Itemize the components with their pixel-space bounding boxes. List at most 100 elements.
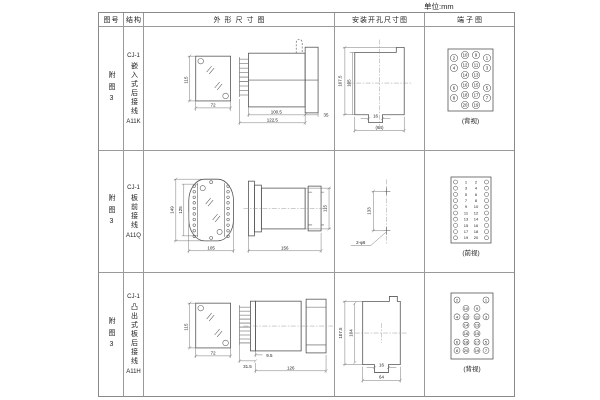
header-structure: 结构 <box>124 13 144 27</box>
svg-text:15: 15 <box>474 82 479 87</box>
structure-cell-row2: CJ-1 板前接线 A11Q <box>124 151 144 273</box>
install-drawing-a11q: 133 2-φ6 <box>350 178 391 246</box>
svg-text:7: 7 <box>465 198 468 203</box>
svg-text:7: 7 <box>486 95 489 100</box>
install-cell-row1: 107.5 105 16 (64) <box>335 27 425 151</box>
svg-text:16: 16 <box>474 222 479 227</box>
fig-no-cell-row1: 附图3 <box>99 27 124 151</box>
dim-side-length: 126 <box>287 365 295 370</box>
svg-text:1: 1 <box>486 55 489 60</box>
dim-offset: 9.5 <box>266 353 273 358</box>
model-label: CJ-1 <box>127 52 140 59</box>
fig-no-cell-row3: 附图3 <box>99 273 124 396</box>
svg-text:18: 18 <box>463 92 468 97</box>
svg-text:12: 12 <box>464 314 469 319</box>
structure-cell-row1: CJ-1 嵌入式后接线 A11K <box>124 27 144 151</box>
unit-label: 单位:mm <box>424 2 454 11</box>
fig-no-cell-row2: 附图3 <box>99 151 124 273</box>
dimension-table: 图号 结构 外形尺寸图 安装开孔尺寸图 端子图 附图3 CJ-1 嵌入式后接线 … <box>98 12 515 397</box>
structure-label: 嵌入式后接线 <box>130 61 138 116</box>
code-label: A11H <box>126 369 141 375</box>
structure-cell-row3: CJ-1 凸出式板后接线 A11H <box>124 273 144 396</box>
fig-no-label: 附图3 <box>108 316 115 353</box>
dim-body-length: 100.5 <box>271 109 283 114</box>
dim-total-length: 122.5 <box>267 117 279 122</box>
svg-text:7: 7 <box>485 348 488 353</box>
svg-text:6: 6 <box>456 340 459 345</box>
dim-side-height: 115 <box>323 204 328 212</box>
svg-text:14: 14 <box>464 323 469 328</box>
svg-text:3: 3 <box>485 314 488 319</box>
code-label: A11Q <box>126 232 141 239</box>
outline-cell-row1: 115 72 100.5 35 122.5 <box>144 27 335 151</box>
dim-flange-width: 35 <box>324 112 329 117</box>
svg-text:10: 10 <box>464 306 469 311</box>
dim-cutout-outer-height: 107.5 <box>337 75 342 87</box>
svg-text:20: 20 <box>464 348 469 353</box>
dim-cutout-width: 64 <box>379 375 384 380</box>
view-label: (背视) <box>462 116 479 125</box>
svg-text:17: 17 <box>474 92 479 97</box>
outline-drawing-a11h: 115 72 9.5 31.5 126 <box>183 298 334 373</box>
svg-text:8: 8 <box>456 348 459 353</box>
svg-text:1: 1 <box>485 298 488 303</box>
svg-text:19: 19 <box>474 102 479 107</box>
screw-icon <box>222 339 229 347</box>
svg-text:8: 8 <box>475 198 478 203</box>
svg-text:12: 12 <box>463 62 468 67</box>
view-label: (背视) <box>463 364 480 373</box>
code-label: A11K <box>126 118 141 125</box>
dim-cutout-outer-height: 107.5 <box>338 327 343 339</box>
svg-text:17: 17 <box>464 229 469 234</box>
svg-text:15: 15 <box>475 331 480 336</box>
svg-text:9: 9 <box>476 306 479 311</box>
outline-drawing-a11k: 115 72 100.5 35 122.5 <box>183 38 329 125</box>
svg-text:19: 19 <box>475 348 480 353</box>
svg-text:13: 13 <box>475 323 480 328</box>
install-drawing-a11h: 107.5 104 16 64 <box>338 296 409 383</box>
svg-text:16: 16 <box>464 331 469 336</box>
screw-icon <box>197 57 204 64</box>
dim-inner-height: 125 <box>178 205 183 213</box>
dim-front-height: 115 <box>183 75 188 83</box>
structure-label: 板前接线 <box>130 193 138 230</box>
fig-no-label: 附图3 <box>108 70 115 107</box>
dim-plate-height: 149 <box>169 205 174 213</box>
svg-text:4: 4 <box>456 314 459 319</box>
dim-hole-spec: 2-φ6 <box>356 240 366 245</box>
svg-text:5: 5 <box>485 340 488 345</box>
structure-label: 凸出式板后接线 <box>130 303 138 366</box>
install-drawing-a11k: 107.5 105 16 (64) <box>337 39 413 133</box>
fig-no-label: 附图3 <box>108 193 115 230</box>
svg-text:11: 11 <box>474 62 479 67</box>
svg-text:4: 4 <box>475 185 478 190</box>
svg-text:5: 5 <box>486 85 489 90</box>
dim-front-height: 115 <box>183 323 188 331</box>
svg-text:18: 18 <box>464 340 469 345</box>
svg-text:14: 14 <box>474 216 479 221</box>
svg-text:10: 10 <box>463 52 468 57</box>
dim-slot-width: 16 <box>379 363 384 368</box>
header-terminal: 端子图 <box>425 13 514 27</box>
svg-text:20: 20 <box>463 102 468 107</box>
dim-front-width: 72 <box>211 102 216 107</box>
view-label: (前视) <box>462 248 479 257</box>
svg-text:5: 5 <box>465 191 468 196</box>
dim-cutout-width: (64) <box>376 125 384 130</box>
install-cell-row2: 133 2-φ6 <box>335 151 425 273</box>
dim-side-length: 156 <box>281 245 289 250</box>
dim-cutout-inner-height: 105 <box>346 78 351 86</box>
svg-text:20: 20 <box>474 235 479 240</box>
svg-text:9: 9 <box>475 52 478 57</box>
svg-text:12: 12 <box>474 210 479 215</box>
svg-text:16: 16 <box>463 82 468 87</box>
svg-text:3: 3 <box>465 185 468 190</box>
header-outline: 外形尺寸图 <box>144 13 335 27</box>
header-fig-no: 图号 <box>99 13 124 27</box>
